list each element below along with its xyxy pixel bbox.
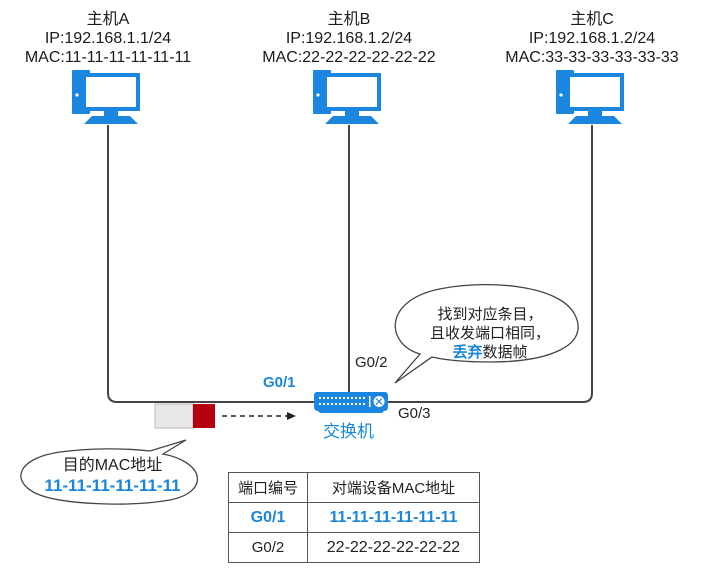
host-a-name: 主机A: [86, 11, 130, 28]
mac-speech-bubble: [20, 439, 199, 505]
host-a-ip: IP:192.168.1.1/24: [44, 30, 172, 47]
row-mac: 11-11-11-11-11-11: [307, 502, 480, 533]
host-a-mac: MAC:11-11-11-11-11-11: [24, 49, 192, 66]
port-g0-1-label: G0/1: [263, 374, 296, 391]
host-c-computer-icon[interactable]: [554, 70, 630, 126]
mac-bubble-text: 目的MAC地址 11-11-11-11-11-11: [20, 456, 205, 496]
host-b-name: 主机B: [327, 11, 371, 28]
host-c-ip: IP:192.168.1.2/24: [528, 30, 656, 47]
host-c-label: 主机C IP:192.168.1.2/24 MAC:33-33-33-33-33…: [472, 10, 710, 67]
table-row: G0/1 11-11-11-11-11-11: [228, 502, 480, 533]
mac-address-table: 端口编号 对端设备MAC地址 G0/1 11-11-11-11-11-11 G0…: [228, 472, 480, 563]
port-g0-3-label: G0/3: [398, 405, 431, 422]
header-port: 端口编号: [228, 472, 308, 503]
switch-speech-bubble: [394, 284, 579, 384]
wire-host-c: [385, 125, 593, 403]
dst-mac-label: 目的MAC地址: [62, 457, 163, 474]
wire-host-a: [107, 125, 318, 403]
row-port: G0/1: [228, 502, 308, 533]
host-b-computer-icon[interactable]: [311, 70, 387, 126]
table-row: G0/2 22-22-22-22-22-22: [228, 532, 480, 563]
host-c-name: 主机C: [570, 11, 614, 28]
dst-mac-value: 11-11-11-11-11-11: [44, 476, 181, 495]
port-g0-2-label: G0/2: [355, 354, 388, 371]
host-a-label: 主机A IP:192.168.1.1/24 MAC:11-11-11-11-11…: [0, 10, 228, 67]
frame-arrow-head: [287, 412, 296, 420]
table-header-row: 端口编号 对端设备MAC地址: [228, 472, 480, 503]
switch-bubble-line3-rest: 数据帧: [482, 344, 528, 361]
host-c-mac: MAC:33-33-33-33-33-33: [505, 49, 679, 66]
host-b-mac: MAC:22-22-22-22-22-22: [262, 49, 436, 66]
switch-bubble-line3: 丢弃数据帧: [400, 343, 580, 362]
switch-bubble-text: 找到对应条目， 且收发端口相同， 丢弃数据帧: [400, 305, 580, 362]
switch-icon[interactable]: [313, 390, 389, 414]
host-a-computer-icon[interactable]: [70, 70, 146, 126]
switch-bubble-line1: 找到对应条目，: [437, 306, 543, 323]
host-b-label: 主机B IP:192.168.1.2/24 MAC:22-22-22-22-22…: [229, 10, 469, 67]
frame-body: [154, 403, 194, 429]
discard-highlight: 丢弃: [452, 344, 483, 361]
row-port: G0/2: [228, 532, 308, 563]
row-mac: 22-22-22-22-22-22: [307, 532, 480, 563]
header-peer-mac: 对端设备MAC地址: [307, 472, 480, 503]
switch-label: 交换机: [323, 422, 374, 441]
switch-bubble-line2: 且收发端口相同，: [429, 325, 550, 342]
frame-header-dst-mac: [193, 404, 215, 428]
host-b-ip: IP:192.168.1.2/24: [285, 30, 413, 47]
